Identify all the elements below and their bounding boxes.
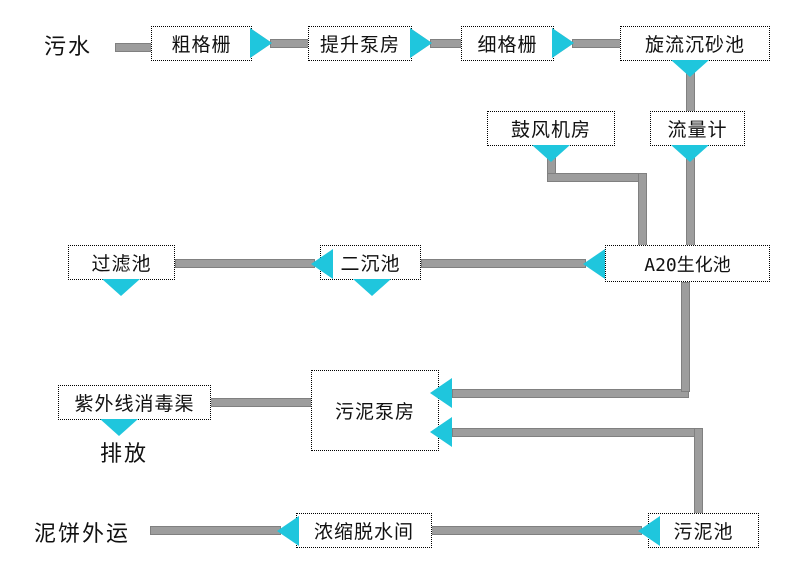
connector-flow-meter-to-a2o-tank xyxy=(686,157,695,251)
node-discharge: 排放 xyxy=(100,442,149,467)
connector-a2o-tank-down-to-sludge-pump xyxy=(681,282,690,392)
connector-dewatering-to-cake-out xyxy=(150,526,281,535)
arrow-fine-screen-to-grit-chamber xyxy=(552,28,574,58)
arrow-sludge-tank-to-sludge-pump xyxy=(430,417,452,447)
arrow-a2o-tank-to-sludge-pump xyxy=(430,378,452,408)
node-sludge-tank[interactable]: 污泥池 xyxy=(648,513,759,548)
connector-uv-channel-to-sludge-pump xyxy=(209,398,314,407)
node-filter-tank[interactable]: 过滤池 xyxy=(68,245,175,280)
node-sludge-pump[interactable]: 污泥泵房 xyxy=(311,370,439,451)
connector-blower-room-to-a2o-tank xyxy=(638,173,647,251)
connector-a2o-tank-to-secondary-clarifier xyxy=(421,259,586,268)
connector-a2o-tank-to-sludge-pump xyxy=(452,389,689,398)
connector-sludge-tank-to-dewatering xyxy=(430,526,642,535)
node-coarse-screen[interactable]: 粗格栅 xyxy=(151,26,252,61)
connector-grit-chamber-to-flow-meter xyxy=(686,72,695,112)
node-a2o-tank[interactable]: A20生化池 xyxy=(605,245,770,282)
arrow-filter-tank-to-uv-channel xyxy=(102,279,140,296)
node-flow-meter[interactable]: 流量计 xyxy=(650,111,745,146)
arrow-grit-chamber-to-flow-meter xyxy=(671,60,709,77)
arrow-secondary-clarifier-to-filter-tank xyxy=(311,249,333,279)
connector-sludge-tank-to-sludge-pump xyxy=(452,428,702,437)
node-uv-channel[interactable]: 紫外线消毒渠 xyxy=(58,385,211,420)
connector-fine-screen-to-grit-chamber xyxy=(572,39,624,48)
connector-secondary-clarifier-to-filter-tank xyxy=(175,259,315,268)
node-lift-pump[interactable]: 提升泵房 xyxy=(308,26,412,61)
arrow-secondary-clarifier-down xyxy=(353,279,391,296)
arrow-coarse-screen-to-lift-pump xyxy=(250,28,272,58)
arrow-blower-room-down xyxy=(532,145,570,162)
arrow-a2o-tank-to-secondary-clarifier xyxy=(583,249,605,279)
arrow-lift-pump-to-fine-screen xyxy=(410,28,432,58)
connector-lift-pump-to-fine-screen xyxy=(430,39,462,48)
node-cake-out: 泥饼外运 xyxy=(34,522,131,547)
node-secondary-clarifier[interactable]: 二沉池 xyxy=(320,245,421,280)
node-blower-room[interactable]: 鼓风机房 xyxy=(487,111,615,146)
arrow-dewatering-to-cake-out xyxy=(277,516,299,546)
arrow-sludge-tank-to-dewatering xyxy=(638,516,660,546)
connector-blower-room-horizontal xyxy=(547,173,647,182)
node-dewatering[interactable]: 浓缩脱水间 xyxy=(296,513,432,548)
node-inlet: 污水 xyxy=(44,35,93,60)
connector-coarse-screen-to-lift-pump xyxy=(270,39,312,48)
connector-sludge-tank-up xyxy=(694,428,703,514)
arrow-uv-channel-to-discharge xyxy=(100,419,138,436)
node-fine-screen[interactable]: 细格栅 xyxy=(461,26,554,61)
node-grit-chamber[interactable]: 旋流沉砂池 xyxy=(620,26,770,61)
arrow-flow-meter-to-a2o-tank xyxy=(671,145,709,162)
